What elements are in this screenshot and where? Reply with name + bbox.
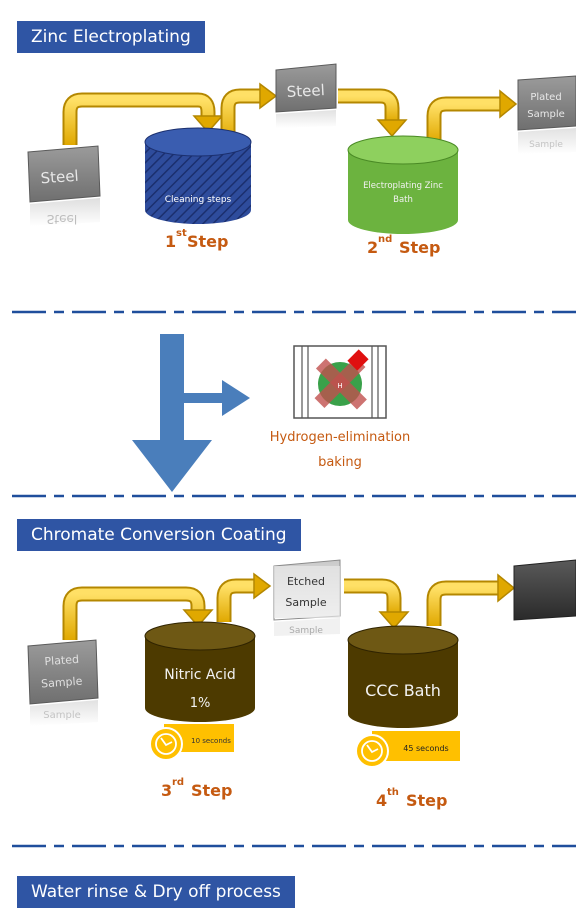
- steel-input-label: Steel: [40, 167, 79, 188]
- plated-output-panel: Plated Sample Sample: [517, 75, 576, 154]
- plated-input-reflection: Sample: [43, 710, 81, 721]
- step-1-word: Step: [187, 232, 228, 251]
- step-2-label: 2 nd Step: [367, 234, 440, 257]
- step-2-suffix: nd: [378, 234, 392, 245]
- steel-input-reflection: Steel: [47, 212, 77, 226]
- section-header-water: Water rinse & Dry off process: [17, 876, 295, 908]
- tank-nitric-label-2: 1%: [190, 696, 211, 711]
- plated-input-label-2: Sample: [41, 675, 83, 691]
- steel-mid-panel: Steel: [275, 63, 337, 128]
- tank-ccc-label: CCC Bath: [365, 681, 441, 700]
- step-3-suffix: rd: [172, 777, 184, 788]
- step-1-number: 1: [165, 232, 176, 251]
- tank-electroplating-label-1: Electroplating Zinc: [363, 181, 443, 191]
- timer-45-text: 45 seconds: [403, 744, 448, 753]
- tank-ccc-bath: CCC Bath: [347, 625, 459, 728]
- plated-output-reflection: Sample: [529, 140, 563, 150]
- section-header-chromate: Chromate Conversion Coating: [17, 519, 301, 551]
- step-1-label: 1 st Step: [165, 228, 228, 251]
- hydrogen-symbol: H: [337, 382, 342, 390]
- dark-output-panel: [513, 559, 576, 621]
- timer-45-seconds: 45 seconds: [355, 731, 460, 768]
- timer-10-seconds: 10 seconds: [149, 724, 234, 761]
- plated-output-label-2: Sample: [527, 109, 565, 120]
- tank-nitric-acid: Nitric Acid 1%: [144, 621, 256, 722]
- step-3-number: 3: [161, 781, 172, 800]
- flow-arrow-8: [426, 580, 500, 626]
- tank-cleaning-label: Cleaning steps: [165, 195, 232, 205]
- etched-label-1: Etched: [287, 575, 325, 588]
- tank-electroplating-label-2: Bath: [393, 195, 413, 205]
- step-2-number: 2: [367, 238, 378, 257]
- step-1-suffix: st: [176, 228, 187, 239]
- step-3-word: Step: [191, 781, 232, 800]
- timer-10-text: 10 seconds: [191, 737, 231, 745]
- flow-arrow-4: [426, 96, 502, 142]
- step-4-number: 4: [376, 791, 387, 810]
- step-3-label: 3 rd Step: [161, 777, 232, 800]
- tank-nitric-label-1: Nitric Acid: [164, 667, 235, 683]
- etched-label-2: Sample: [285, 596, 326, 609]
- steel-input-panel: Steel Steel: [27, 145, 101, 226]
- tank-electroplating: Electroplating Zinc Bath: [347, 135, 459, 234]
- baking-label-1: Hydrogen-elimination: [270, 430, 411, 445]
- step-4-suffix: th: [387, 787, 399, 798]
- tank-cleaning: Cleaning steps: [144, 127, 252, 224]
- section-header-zinc: Zinc Electroplating: [17, 21, 205, 53]
- step-4-label: 4 th Step: [376, 787, 447, 810]
- baking-label-2: baking: [318, 455, 362, 470]
- plated-input-label-1: Plated: [44, 653, 79, 668]
- steel-mid-label: Steel: [286, 81, 325, 101]
- big-down-arrow: [132, 334, 250, 492]
- step-4-word: Step: [406, 791, 447, 810]
- etched-sample-panel: Etched Sample Sample: [273, 559, 341, 636]
- oven-icon: H: [293, 345, 387, 419]
- etched-reflection: Sample: [289, 626, 323, 636]
- step-2-word: Step: [399, 238, 440, 257]
- plated-output-label-1: Plated: [530, 92, 561, 103]
- plated-input-panel: Plated Sample Sample: [27, 639, 99, 726]
